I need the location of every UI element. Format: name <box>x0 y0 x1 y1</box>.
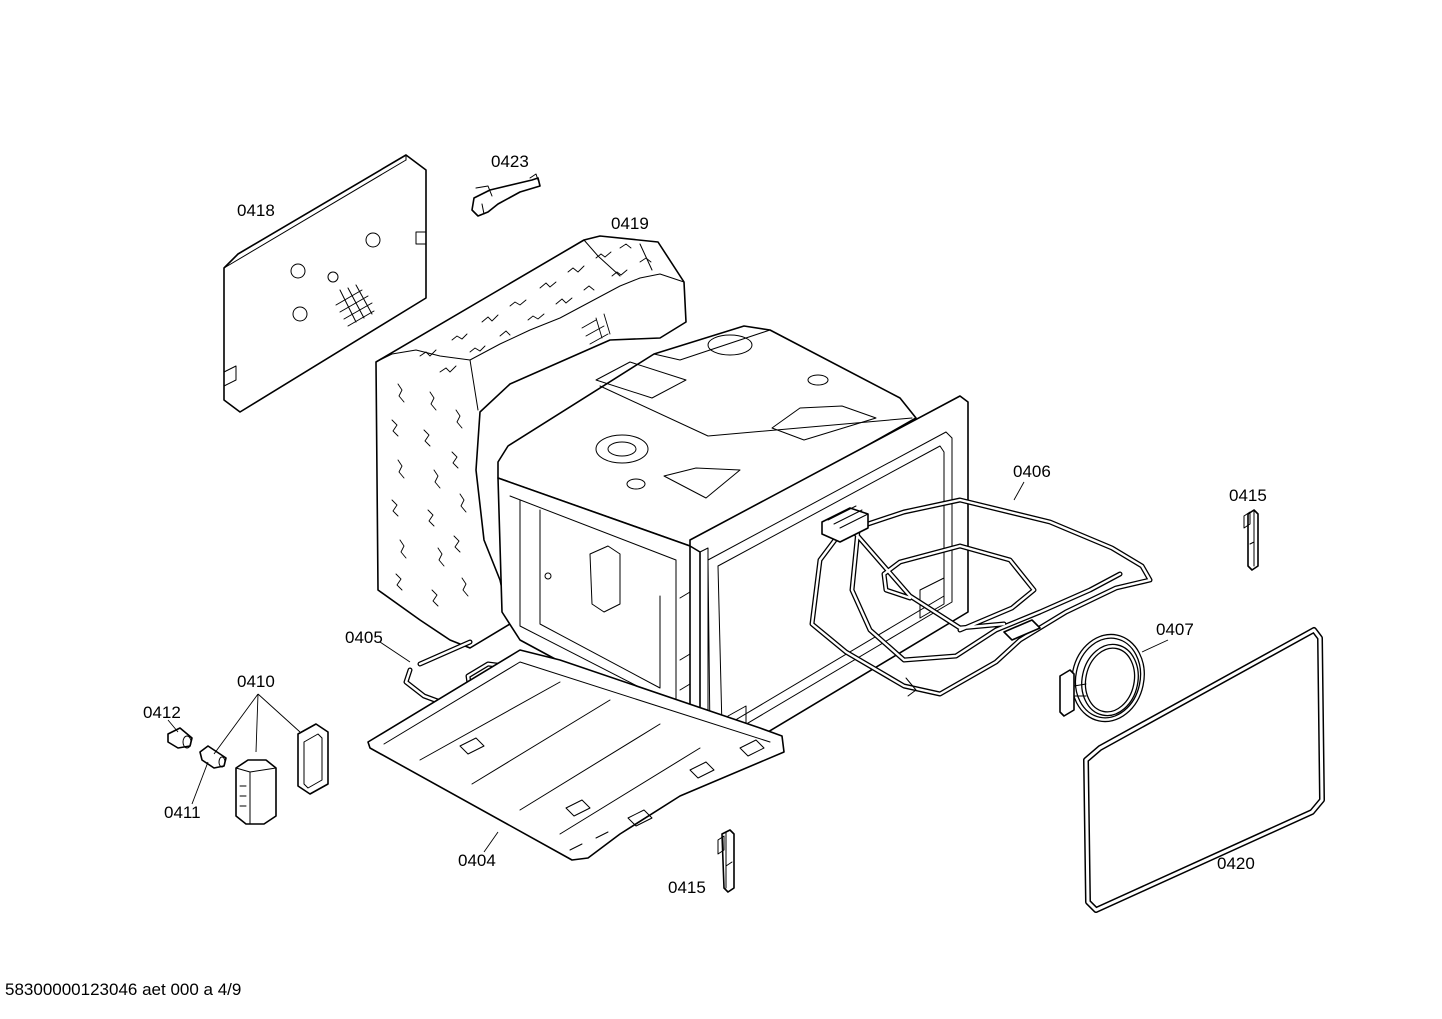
label-0418: 0418 <box>237 201 275 220</box>
part-0410-lamp-cover <box>235 759 277 825</box>
part-0406-grill-element <box>809 497 1153 697</box>
part-0415-hinge-bracket-right <box>1243 509 1259 571</box>
part-0419-insulation <box>375 235 687 649</box>
part-0418-rear-panel <box>223 154 427 413</box>
label-0405: 0405 <box>345 628 383 647</box>
part-0410-lamp-lens <box>297 723 329 795</box>
label-0420: 0420 <box>1217 854 1255 873</box>
part-0404-bottom-tray <box>367 649 785 861</box>
label-0423: 0423 <box>491 152 529 171</box>
part-0423-bracket <box>471 173 541 217</box>
label-0406: 0406 <box>1013 462 1051 481</box>
part-labels: 0418 0423 0419 0406 0415 0405 0407 0410 … <box>143 152 1267 897</box>
label-0415-right: 0415 <box>1229 486 1267 505</box>
insulation-texture <box>391 243 652 607</box>
label-0410: 0410 <box>237 672 275 691</box>
label-0411: 0411 <box>164 803 201 822</box>
label-0419: 0419 <box>611 214 649 233</box>
part-0420-door-gasket <box>1083 627 1325 913</box>
part-0415-hinge-bracket-bottom <box>717 829 735 893</box>
label-0404: 0404 <box>458 851 496 870</box>
part-0407-circular-element <box>1059 633 1145 723</box>
part-0412-lamp-socket <box>167 727 193 749</box>
leader-lines <box>167 481 1169 853</box>
document-reference-footer: 58300000123046 aet 000 a 4/9 <box>5 980 242 999</box>
part-0411-bulb <box>199 745 227 769</box>
oven-cavity <box>497 325 969 769</box>
label-0407: 0407 <box>1156 620 1194 639</box>
label-0415-bottom: 0415 <box>668 878 706 897</box>
label-0412: 0412 <box>143 703 181 722</box>
